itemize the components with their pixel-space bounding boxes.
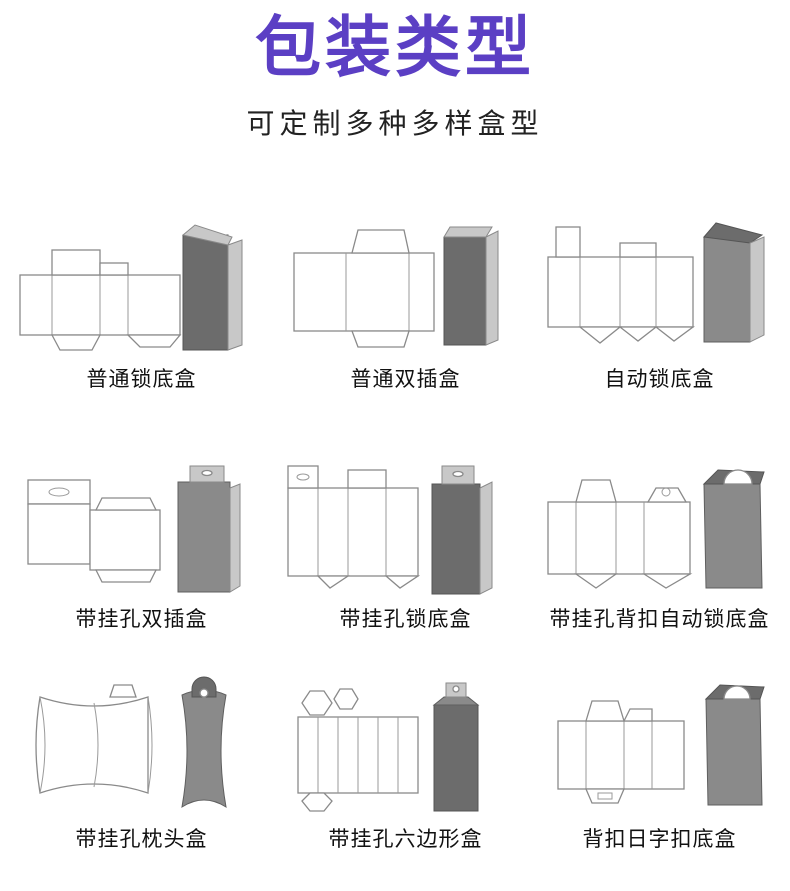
- box-label: 普通双插盒: [350, 367, 461, 391]
- box-type-back-buckle-snap-bottom: 背扣日字扣底盒: [528, 675, 790, 885]
- hanger-hexagon-box-diagram: [297, 682, 480, 812]
- box-label: 带挂孔枕头盒: [75, 827, 208, 851]
- box-type-hanger-hexagon: 带挂孔六边形盒: [274, 675, 537, 885]
- hanger-lock-bottom-box-diagram: [287, 465, 493, 595]
- box-label: 带挂孔背扣自动锁底盒: [549, 607, 770, 631]
- page-title: 包装类型: [255, 9, 535, 86]
- box-label: 普通锁底盒: [86, 367, 197, 391]
- box-type-lock-bottom: 普通锁底盒: [10, 215, 273, 425]
- auto-lock-bottom-box-diagram: [547, 222, 765, 344]
- box-label: 背扣日字扣底盒: [582, 827, 737, 851]
- box-label: 自动锁底盒: [604, 367, 715, 391]
- box-label: 带挂孔六边形盒: [328, 827, 483, 851]
- hanger-double-tuck-box-diagram: [27, 465, 241, 593]
- box-type-double-tuck: 普通双插盒: [274, 215, 537, 425]
- box-type-hanger-double-tuck: 带挂孔双插盒: [10, 460, 273, 670]
- box-type-hanger-pillow: 带挂孔枕头盒: [10, 675, 273, 885]
- box-type-hanger-lock-bottom: 带挂孔锁底盒: [274, 460, 537, 670]
- double-tuck-box-diagram: [293, 226, 499, 348]
- box-label: 带挂孔锁底盒: [339, 607, 472, 631]
- box-type-hanger-back-buckle-auto-lock: 带挂孔背扣自动锁底盒: [528, 460, 790, 670]
- page-subtitle: 可定制多种多样盒型: [246, 107, 544, 140]
- box-type-auto-lock-bottom: 自动锁底盒: [528, 215, 790, 425]
- hanger-back-buckle-auto-lock-box-diagram: [547, 469, 765, 589]
- lock-bottom-box-diagram: [19, 224, 243, 351]
- back-buckle-snap-bottom-box-diagram: [557, 684, 765, 806]
- box-label: 带挂孔双插盒: [75, 607, 208, 631]
- hanger-pillow-box-diagram: [35, 676, 227, 809]
